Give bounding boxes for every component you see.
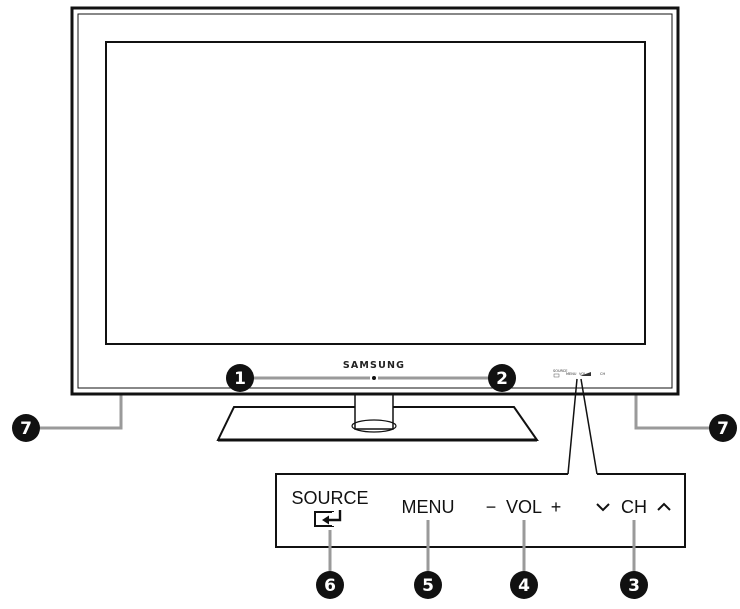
svg-text:7: 7 <box>717 419 729 439</box>
power-indicator-dot <box>372 376 376 380</box>
svg-text:MENU: MENU <box>566 372 577 376</box>
zoom-lines <box>567 378 598 475</box>
svg-text:6: 6 <box>324 576 336 596</box>
svg-text:VOL: VOL <box>579 372 586 376</box>
tv-inner-bezel <box>77 13 673 389</box>
source-label: SOURCE <box>291 488 368 508</box>
callout-badge-7-right: 7 <box>709 414 737 442</box>
mini-source-icon <box>553 373 560 378</box>
svg-text:2: 2 <box>496 369 508 389</box>
stand-ring <box>351 419 397 433</box>
callout-badge-5: 5 <box>414 571 442 599</box>
stand-neck <box>354 392 394 430</box>
control-panel: SOURCE MENU − VOL + CH <box>275 473 686 548</box>
callout-badge-6: 6 <box>316 571 344 599</box>
tv-body: SAMSUNG SOURCE MENU VOL CH <box>70 6 680 396</box>
mini-volume-icon <box>580 372 591 376</box>
channel-label: CH <box>621 497 647 517</box>
control-panel-outline <box>275 473 686 548</box>
svg-text:1: 1 <box>234 369 246 389</box>
callout-badges: 1 2 7 7 6 5 4 3 <box>12 364 737 599</box>
speaker-leader-lines <box>38 394 714 430</box>
panel-leader-lines <box>328 520 636 572</box>
callout-badge-2: 2 <box>488 364 516 392</box>
bezel-control-labels: SOURCE MENU VOL CH <box>553 369 605 378</box>
volume-down-symbol: − <box>486 497 497 517</box>
brand-logo: SAMSUNG <box>343 360 405 371</box>
svg-text:4: 4 <box>518 576 530 596</box>
svg-text:CH: CH <box>600 372 605 376</box>
channel-up-icon <box>657 502 671 511</box>
source-input-icon <box>314 510 342 527</box>
callout-badge-4: 4 <box>510 571 538 599</box>
svg-text:7: 7 <box>20 419 32 439</box>
svg-text:SOURCE: SOURCE <box>553 369 567 373</box>
channel-down-icon <box>596 503 610 512</box>
tv-screen <box>105 41 646 345</box>
svg-text:3: 3 <box>628 576 640 596</box>
volume-up-symbol: + <box>551 497 562 517</box>
svg-text:5: 5 <box>422 576 434 596</box>
volume-label: VOL <box>506 497 542 517</box>
callout-badge-1: 1 <box>226 364 254 392</box>
callout-badge-3: 3 <box>620 571 648 599</box>
callout-badge-7-left: 7 <box>12 414 40 442</box>
tv-stand <box>216 392 539 442</box>
menu-label: MENU <box>402 497 455 517</box>
